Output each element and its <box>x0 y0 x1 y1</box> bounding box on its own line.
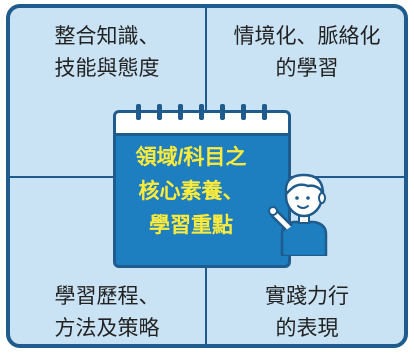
ring-icon <box>136 104 141 120</box>
teacher-pointing-icon <box>268 173 328 256</box>
quadrant-top-left: 整合知識、 技能與態度 <box>12 20 202 84</box>
quadrant-bottom-right: 實踐力行 的表現 <box>212 280 402 344</box>
quadrant-bottom-left-line2: 方法及策略 <box>54 316 160 340</box>
quadrant-top-left-line2: 技能與態度 <box>54 56 160 80</box>
ring-icon <box>178 104 183 120</box>
ring-icon <box>199 104 204 120</box>
ring-icon <box>157 104 162 120</box>
quadrant-bottom-right-line2: 的表現 <box>275 316 339 340</box>
center-title-line1: 領域/科目之 <box>135 146 247 169</box>
ring-icon <box>220 104 225 120</box>
quadrant-top-right-line1: 情境化、脈絡化 <box>233 24 381 48</box>
quadrant-bottom-right-line1: 實踐力行 <box>265 284 349 308</box>
ring-icon <box>262 104 267 120</box>
quadrant-top-left-line1: 整合知識、 <box>54 24 160 48</box>
quadrant-bottom-left-line1: 學習歷程、 <box>54 284 160 308</box>
quadrant-bottom-left: 學習歷程、 方法及策略 <box>12 280 202 344</box>
calendar-board-icon: 領域/科目之 核心素養、 學習重點 <box>113 104 291 268</box>
center-title: 領域/科目之 核心素養、 學習重點 <box>116 141 266 243</box>
quadrant-top-right: 情境化、脈絡化 的學習 <box>212 20 402 84</box>
center-title-line3: 學習重點 <box>149 214 233 237</box>
quadrant-top-right-line2: 的學習 <box>275 56 339 80</box>
ring-icon <box>241 104 246 120</box>
center-title-line2: 核心素養、 <box>138 180 244 203</box>
